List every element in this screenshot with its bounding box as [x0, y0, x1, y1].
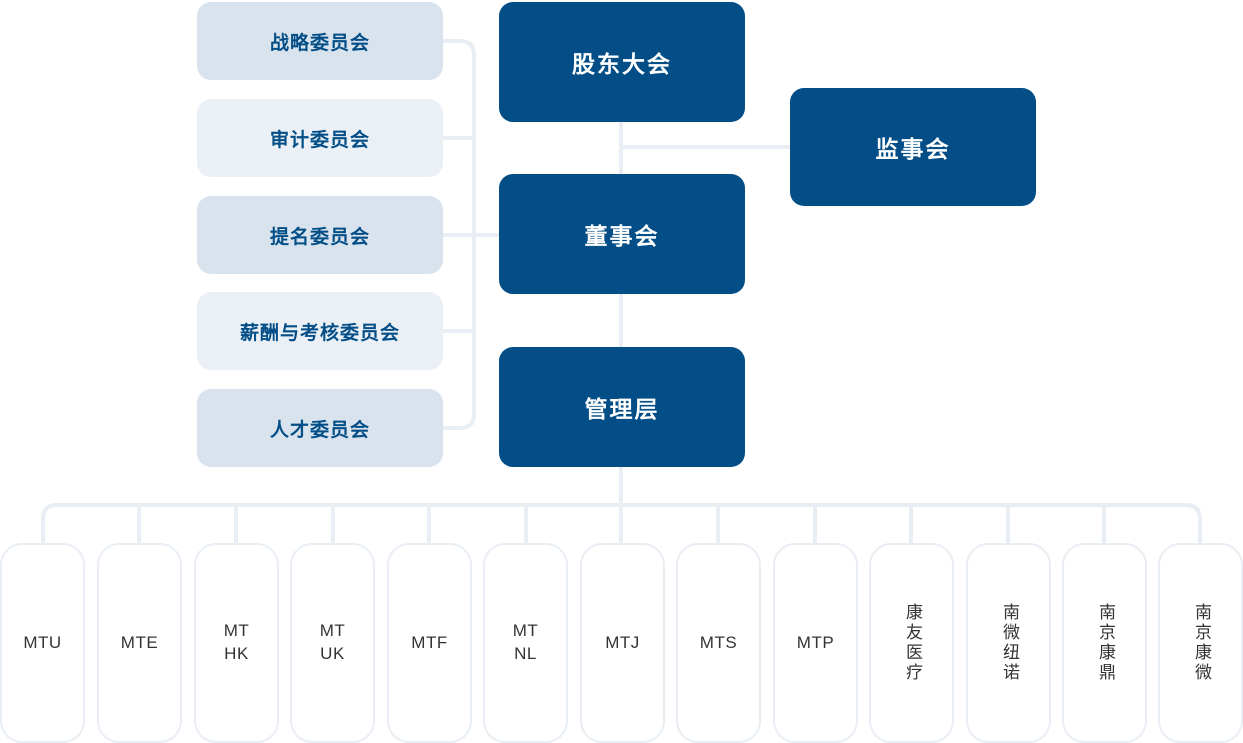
subsidiary-box-nanjing-kangding[interactable]: 南京康鼎	[1062, 543, 1147, 743]
committee-label: 审计委员会	[269, 129, 370, 151]
committee-label: 人才委员会	[269, 419, 370, 441]
governance-box-shareholders[interactable]: 股东大会	[499, 2, 745, 122]
governance-label: 股东大会	[572, 51, 672, 77]
committee-box-compensation[interactable]: 薪酬与考核委员会	[197, 292, 443, 370]
subsidiary-label: MTP	[796, 632, 835, 652]
subsidiary-box-mtj[interactable]: MTJ	[580, 543, 665, 743]
governance-label: 董事会	[584, 223, 660, 249]
subsidiary-box-mtu[interactable]: MTU	[0, 543, 85, 743]
subsidiary-box-nanwei-niuno[interactable]: 南微纽诺	[966, 543, 1051, 743]
subsidiary-label: 南微纽诺	[999, 603, 1019, 683]
subsidiary-label: MT UK	[319, 621, 346, 663]
governance-box-management[interactable]: 管理层	[499, 347, 745, 467]
governance-label: 监事会	[875, 136, 951, 162]
subsidiary-box-mts[interactable]: MTS	[676, 543, 761, 743]
committee-box-strategy[interactable]: 战略委员会	[197, 2, 443, 80]
line-subsidiary-bus	[41, 503, 1202, 543]
subsidiary-box-mte[interactable]: MTE	[97, 543, 182, 743]
committee-label: 提名委员会	[269, 226, 370, 248]
subsidiary-box-kangyou-medical[interactable]: 康友医疗	[869, 543, 954, 743]
subsidiary-box-mtnl[interactable]: MT NL	[483, 543, 568, 743]
subsidiary-label: 康友医疗	[902, 603, 922, 683]
committee-box-audit[interactable]: 审计委员会	[197, 99, 443, 177]
line-committee-spine	[443, 39, 476, 430]
subsidiary-label: MTE	[120, 632, 159, 652]
subsidiary-label: MTS	[699, 632, 738, 652]
subsidiary-box-mthk[interactable]: MT HK	[194, 543, 279, 743]
subsidiary-box-nanjing-kangwei[interactable]: 南京康微	[1158, 543, 1243, 743]
subsidiary-box-mtp[interactable]: MTP	[773, 543, 858, 743]
governance-box-supervisors[interactable]: 监事会	[790, 88, 1036, 206]
subsidiary-label: MTJ	[605, 632, 640, 652]
subsidiary-label: MT NL	[512, 621, 539, 663]
governance-label: 管理层	[584, 396, 660, 422]
subsidiary-label: MT HK	[223, 621, 250, 663]
subsidiary-label: MTF	[411, 632, 448, 652]
subsidiary-label: 南京康鼎	[1095, 603, 1115, 683]
subsidiary-box-mtuk[interactable]: MT UK	[290, 543, 375, 743]
subsidiary-label: 南京康微	[1191, 603, 1211, 683]
subsidiary-label: MTU	[23, 632, 62, 652]
governance-box-board[interactable]: 董事会	[499, 174, 745, 294]
committee-box-nomination[interactable]: 提名委员会	[197, 196, 443, 274]
committee-box-talent[interactable]: 人才委员会	[197, 389, 443, 467]
committee-label: 薪酬与考核委员会	[239, 322, 400, 344]
committee-label: 战略委员会	[269, 32, 370, 54]
subsidiary-box-mtf[interactable]: MTF	[387, 543, 472, 743]
